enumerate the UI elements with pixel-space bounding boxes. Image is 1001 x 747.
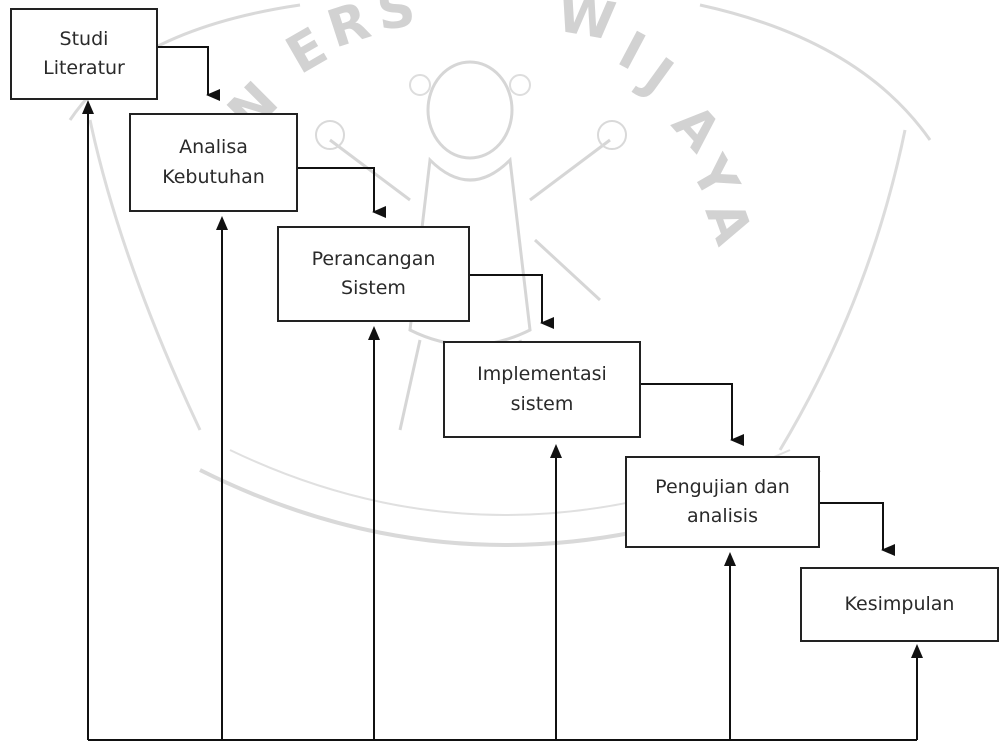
- step-label: Perancangan Sistem: [311, 247, 436, 299]
- arrow-perancangan-to-implementasi: [470, 274, 554, 329]
- feedback-arrow-studi: [82, 100, 94, 114]
- arrow-studi-to-analisa: [158, 46, 220, 101]
- arrow-implementasi-to-pengujian: [641, 383, 744, 446]
- step-box-implementasi-sistem: Implementasi sistem: [443, 341, 641, 438]
- step-box-perancangan-sistem: Perancangan Sistem: [277, 226, 470, 322]
- step-box-studi-literatur: Studi Literatur: [10, 8, 158, 100]
- step-box-analisa-kebutuhan: Analisa Kebutuhan: [129, 113, 298, 212]
- feedback-arrow-implementasi: [550, 444, 562, 458]
- feedback-arrow-pengujian: [724, 552, 736, 566]
- step-label: Kesimpulan: [844, 592, 955, 615]
- step-label: Implementasi sistem: [477, 363, 607, 415]
- step-label: Pengujian dan analisis: [655, 475, 790, 527]
- step-label: Studi Literatur: [43, 27, 125, 79]
- step-label: Analisa Kebutuhan: [162, 136, 265, 188]
- step-box-pengujian-dan-analisis: Pengujian dan analisis: [625, 456, 820, 548]
- arrow-analisa-to-perancangan: [298, 167, 386, 218]
- step-box-kesimpulan: Kesimpulan: [800, 567, 999, 642]
- feedback-arrow-perancangan: [368, 326, 380, 340]
- feedback-arrow-kesimpulan: [911, 644, 923, 658]
- feedback-arrow-analisa: [216, 216, 228, 230]
- arrow-pengujian-to-kesimpulan: [820, 502, 895, 556]
